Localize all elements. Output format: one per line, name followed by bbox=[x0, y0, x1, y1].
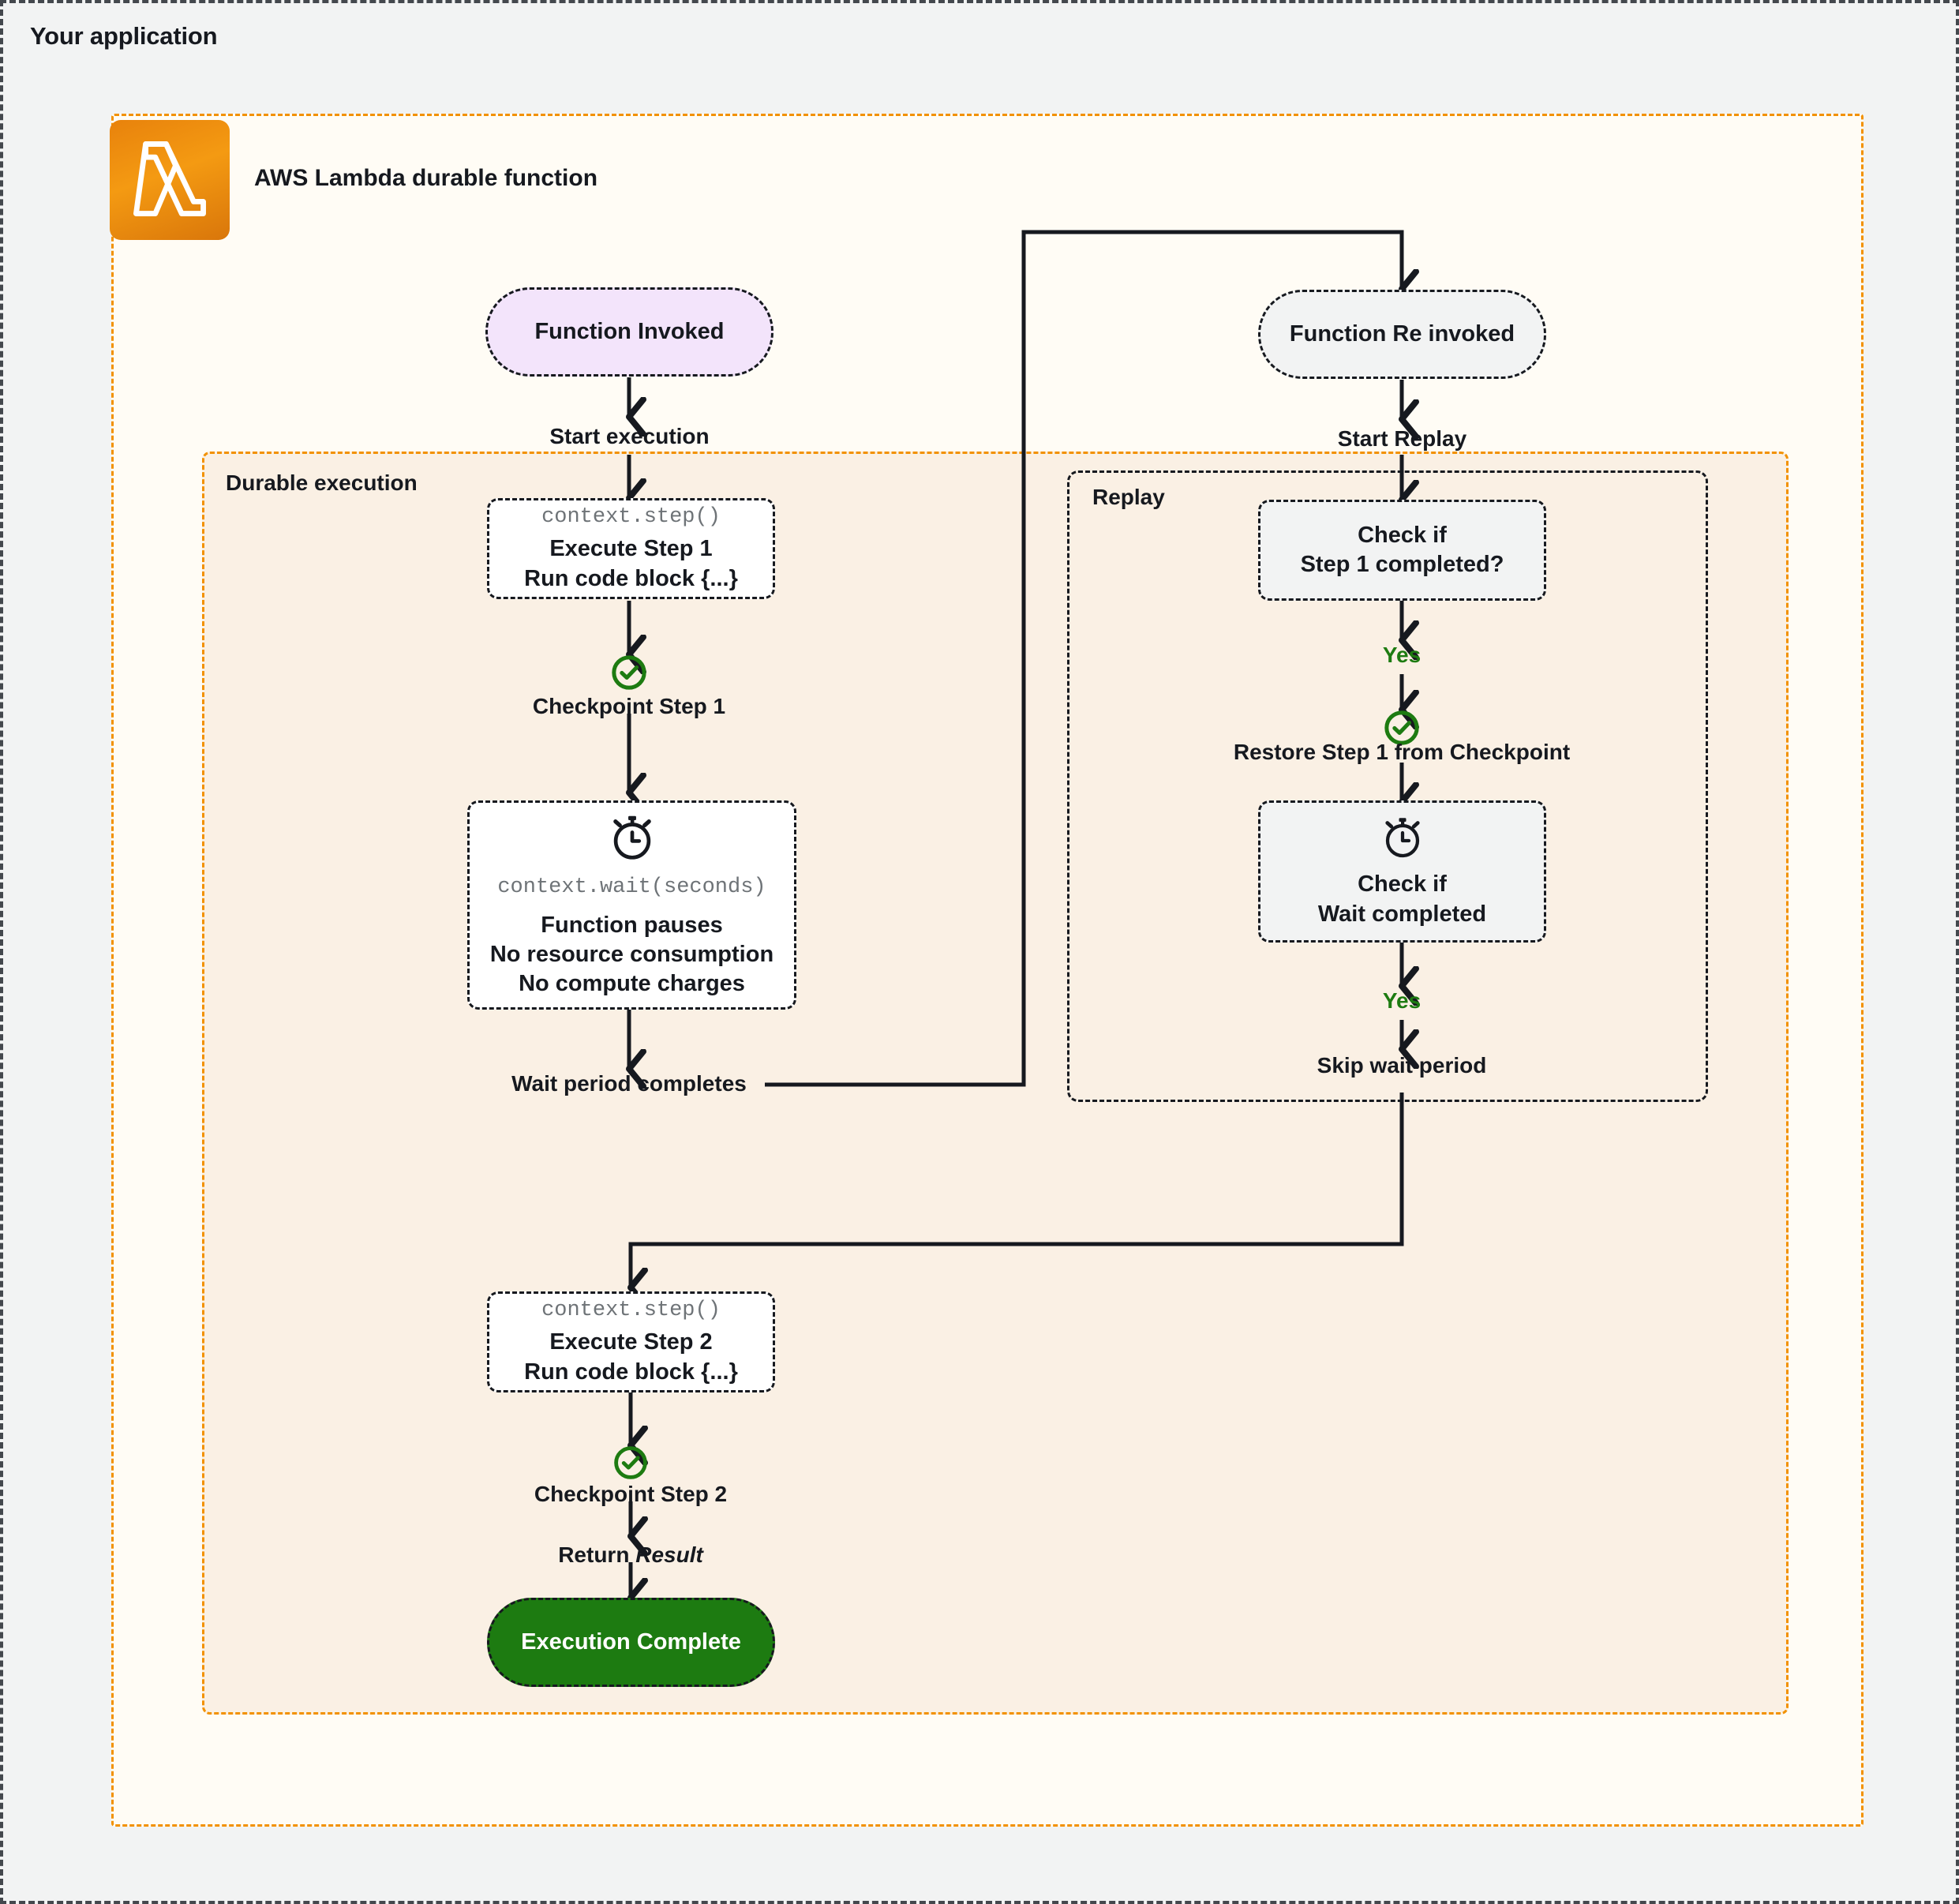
label-restore-step-1: Restore Step 1 from Checkpoint bbox=[1233, 740, 1571, 764]
label-start-execution: Start execution bbox=[549, 424, 710, 448]
label-return-prefix: Return bbox=[558, 1542, 630, 1567]
label-return-result: Return Result bbox=[473, 1542, 788, 1568]
stopwatch-icon bbox=[606, 811, 658, 868]
checkpoint-step-2-icon bbox=[612, 1444, 650, 1482]
node-check-wait[interactable]: Check if Wait completed bbox=[1258, 800, 1546, 943]
node-wait-line1: Function pauses bbox=[541, 912, 723, 938]
node-execute-step-1-line2: Run code block {...} bbox=[524, 565, 738, 591]
node-execute-step-1-line1: Execute Step 1 bbox=[549, 536, 713, 562]
label-checkpoint-step-2: Checkpoint Step 2 bbox=[534, 1482, 728, 1506]
label-wait-period-completes: Wait period completes bbox=[511, 1071, 747, 1096]
node-function-invoked[interactable]: Function Invoked bbox=[485, 287, 773, 377]
node-execution-complete-label: Execution Complete bbox=[521, 1629, 741, 1655]
label-return-value: Result bbox=[635, 1542, 703, 1567]
node-execute-step-1[interactable]: context.step() Execute Step 1 Run code b… bbox=[487, 498, 775, 599]
node-function-invoked-label: Function Invoked bbox=[534, 318, 725, 344]
durable-execution-label: Durable execution bbox=[226, 470, 418, 495]
node-execute-step-2[interactable]: context.step() Execute Step 2 Run code b… bbox=[487, 1291, 775, 1392]
node-check-step-1-line1: Check if bbox=[1358, 522, 1447, 548]
node-execution-complete[interactable]: Execution Complete bbox=[487, 1598, 775, 1687]
label-start-replay: Start Replay bbox=[1337, 426, 1467, 451]
aws-lambda-icon bbox=[110, 120, 230, 240]
label-checkpoint-step-1: Checkpoint Step 1 bbox=[532, 694, 726, 718]
node-execute-step-2-line2: Run code block {...} bbox=[524, 1359, 738, 1385]
node-check-step-1[interactable]: Check if Step 1 completed? bbox=[1258, 500, 1546, 601]
page-title: Your application bbox=[30, 22, 218, 50]
node-execute-step-2-line1: Execute Step 2 bbox=[549, 1329, 713, 1355]
node-check-wait-line2: Wait completed bbox=[1317, 901, 1487, 927]
node-check-wait-line1: Check if bbox=[1358, 871, 1447, 898]
node-function-re-invoked-label: Function Re invoked bbox=[1289, 320, 1515, 347]
node-wait-code: context.wait(seconds) bbox=[497, 875, 766, 899]
label-yes-wait: Yes bbox=[1382, 988, 1421, 1013]
aws-lambda-container-label: AWS Lambda durable function bbox=[254, 165, 598, 191]
node-wait[interactable]: context.wait(seconds) Function pauses No… bbox=[467, 800, 796, 1010]
node-execute-step-1-code: context.step() bbox=[541, 505, 721, 530]
node-check-step-1-line2: Step 1 completed? bbox=[1300, 552, 1504, 577]
node-wait-line3: No compute charges bbox=[519, 971, 745, 997]
label-yes-step-1: Yes bbox=[1382, 643, 1421, 667]
checkpoint-step-1-icon bbox=[609, 653, 649, 692]
node-function-re-invoked[interactable]: Function Re invoked bbox=[1258, 290, 1546, 379]
stopwatch-icon bbox=[1379, 814, 1426, 865]
replay-label: Replay bbox=[1092, 485, 1165, 509]
node-wait-line2: No resource consumption bbox=[489, 942, 774, 967]
node-execute-step-2-code: context.step() bbox=[541, 1299, 721, 1323]
label-skip-wait-period: Skip wait period bbox=[1317, 1053, 1487, 1078]
